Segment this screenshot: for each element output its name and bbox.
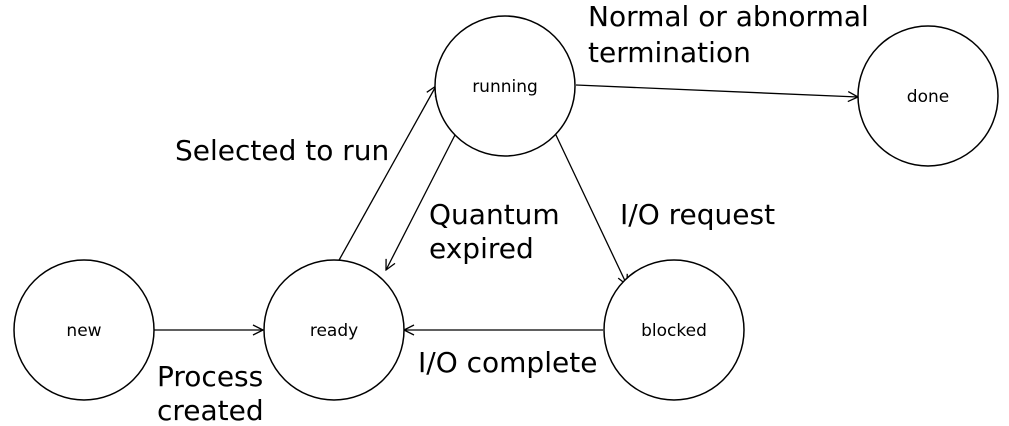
edge-ready-to-running [337,86,436,263]
label-selected-to-run-line1: Selected to run [175,134,389,167]
state-ready-label: ready [310,321,358,341]
state-blocked-label: blocked [641,321,707,341]
state-blocked: blocked [603,259,745,401]
edge-running-to-done [575,84,858,97]
state-new-label: new [66,321,101,341]
label-termination-line2: termination [588,36,751,69]
label-selected-to-run: Selected to run [175,134,389,167]
state-new: new [13,259,155,401]
label-io-complete: I/O complete [418,346,597,379]
label-quantum-expired: Quantum expired [429,198,569,265]
label-quantum-expired-line2: expired [429,232,534,265]
label-io-request-line1: I/O request [620,198,775,231]
state-ready: ready [263,259,405,401]
edge-running-to-ready [386,132,457,270]
label-process-created-line2: created [157,394,264,426]
label-io-request: I/O request [620,198,775,231]
edge-running-to-blocked [554,132,627,285]
state-running-label: running [472,77,538,97]
label-termination: Normal or abnormal termination [588,0,878,69]
label-termination-line1: Normal or abnormal [588,0,869,33]
state-done: done [857,25,999,167]
label-process-created: Process created [157,360,272,426]
label-io-complete-line1: I/O complete [418,346,597,379]
label-quantum-expired-line1: Quantum [429,198,560,231]
state-done-label: done [907,87,949,107]
state-running: running [434,15,576,157]
label-process-created-line1: Process [157,360,263,393]
